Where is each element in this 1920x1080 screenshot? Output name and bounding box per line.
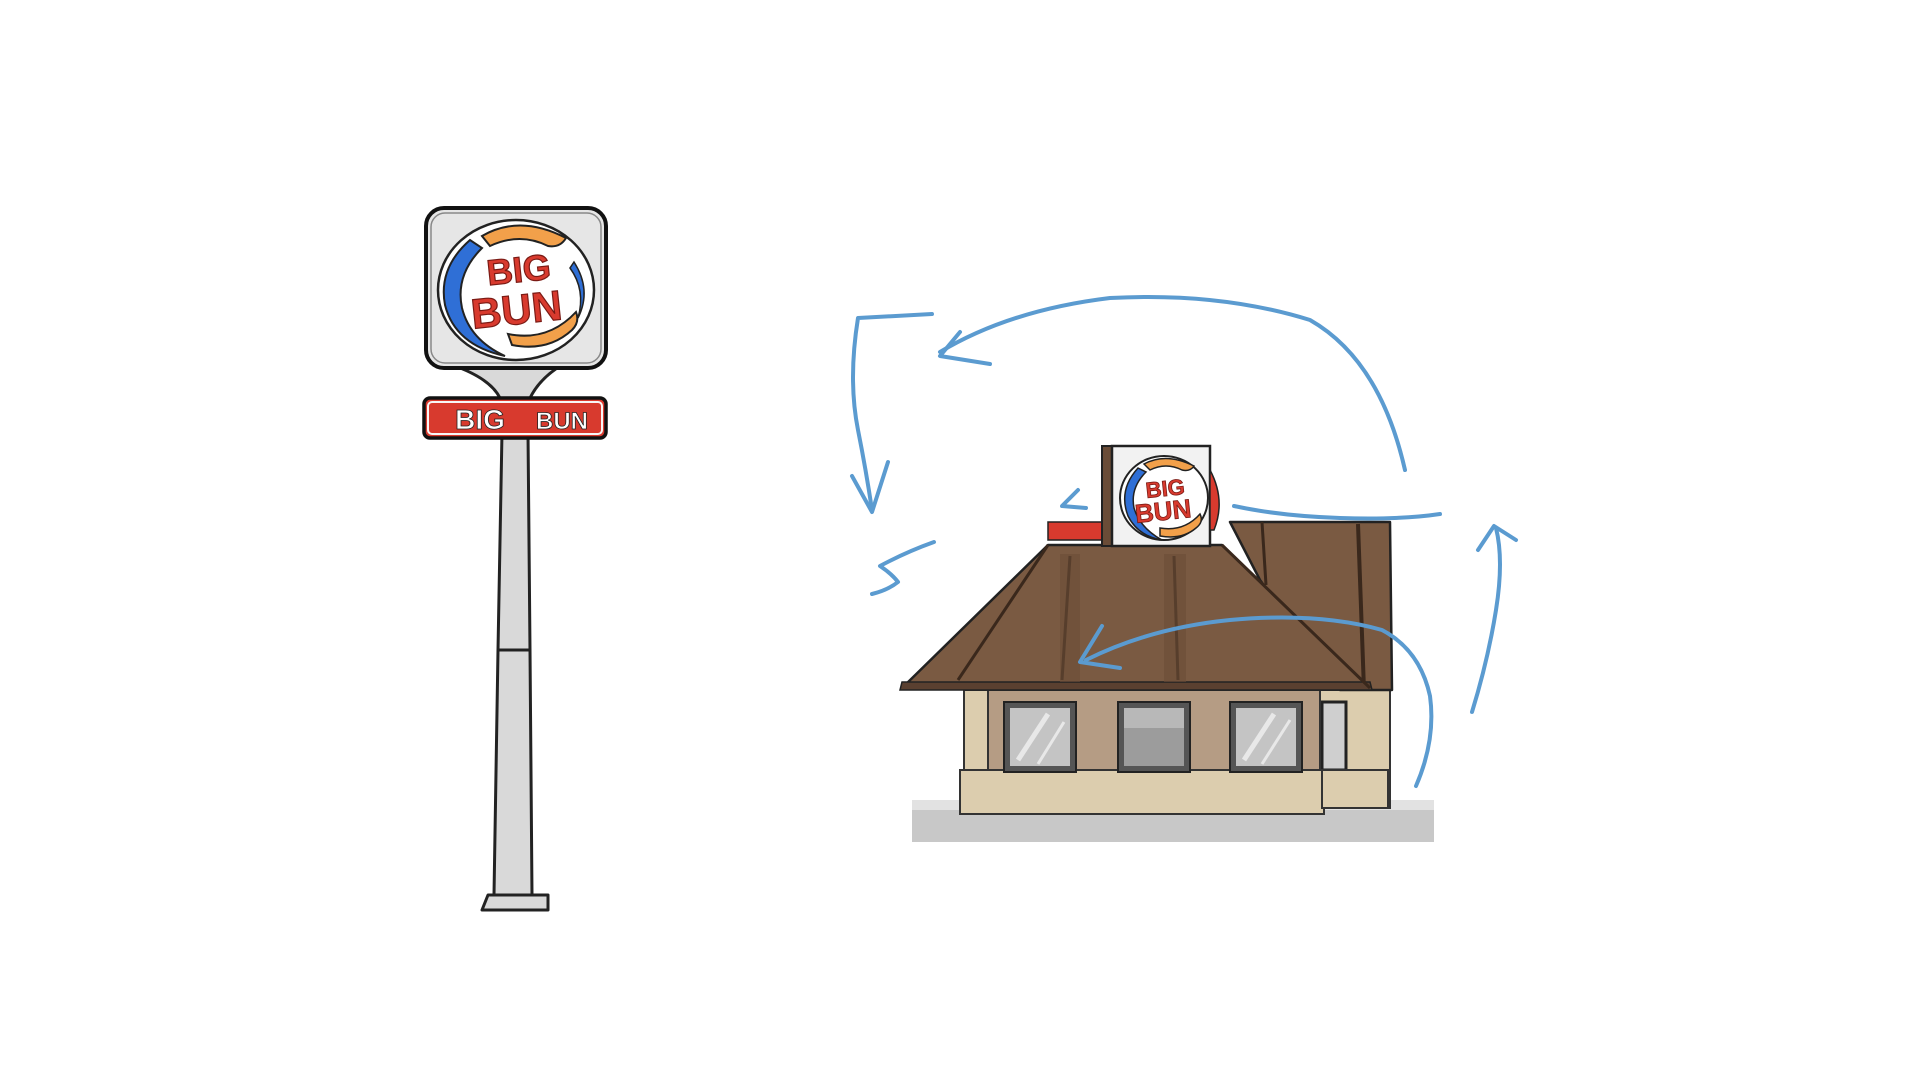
logo-top-bun: [480, 224, 568, 248]
arrow-sign-right-line: [1232, 504, 1442, 521]
arrow-sign-short: [1060, 488, 1088, 510]
pole-logo: BIG BUN: [436, 218, 596, 362]
pole-logo-line1: BIG: [485, 246, 553, 293]
pole-base: [480, 893, 550, 912]
arrow-small-squiggle: [870, 540, 936, 596]
pole-banner: [422, 396, 608, 440]
pole-banner-left: BIG: [455, 404, 505, 435]
arrow-roof-sweep-head: [1078, 624, 1122, 670]
window-3: [1229, 701, 1303, 773]
pole-lower: [492, 648, 534, 897]
roof-logo-line1: BIG: [1144, 474, 1186, 503]
logo-blue-swoosh: [442, 238, 506, 357]
roof-fascia: [899, 681, 1373, 691]
side-window: [1320, 700, 1348, 772]
window-2: [1117, 701, 1191, 773]
logo-bottom-bun: [506, 310, 579, 348]
roof-logo: BIG BUN: [1119, 455, 1209, 541]
sketch-arrows: [850, 294, 1518, 788]
logo-blue-right: [569, 260, 585, 319]
pole-banner-right: BUN: [536, 408, 588, 435]
arrow-left-bracket: [851, 312, 934, 512]
roof-red-strip: [1047, 521, 1107, 541]
restaurant-building: BIG BUN: [899, 444, 1434, 842]
roof-logo-line2: BUN: [1133, 493, 1192, 529]
pole-logo-line2: BUN: [469, 281, 564, 337]
arrow-top-arc-head: [938, 330, 992, 366]
arrow-roof-sweep: [1084, 615, 1434, 788]
window-1: [1003, 701, 1077, 773]
main-wall-base: [959, 769, 1325, 815]
arrow-left-bracket-head: [850, 460, 890, 514]
pole-sign: BIG BUN BIG BUN: [422, 206, 608, 912]
arrow-right-up-head: [1476, 524, 1518, 552]
pole-upper: [496, 430, 532, 652]
arrow-right-up: [1470, 526, 1502, 714]
arrow-top-arc: [938, 294, 1407, 472]
